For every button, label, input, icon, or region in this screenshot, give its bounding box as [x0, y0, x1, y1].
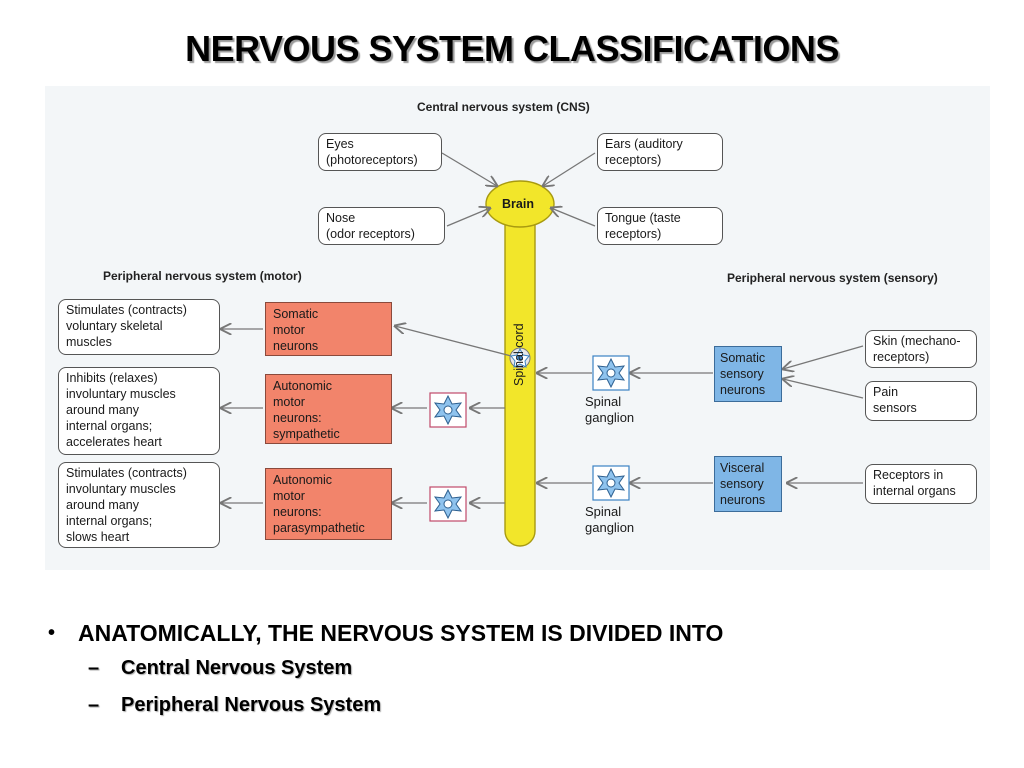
brain-label: Brain: [502, 197, 534, 211]
slide-title: NERVOUS SYSTEM CLASSIFICATIONS: [185, 28, 839, 69]
bullet-list: • ANATOMICALLY, THE NERVOUS SYSTEM IS DI…: [48, 616, 988, 724]
spinal-ganglion-label-1: Spinal ganglion: [585, 394, 635, 425]
bullet-main-text: ANATOMICALLY, THE NERVOUS SYSTEM IS DIVI…: [78, 619, 724, 646]
bullet-marker: •: [48, 621, 56, 644]
sub-bullet-cns: – Central Nervous System: [88, 650, 988, 687]
neuron-icon-cord: [509, 347, 531, 369]
parasympathetic-motor-box: Autonomic motor neurons: parasympathetic: [265, 468, 392, 540]
pain-sensor-box: Pain sensors: [865, 381, 977, 421]
skin-receptor-box: Skin (mechano- receptors): [865, 330, 977, 368]
diagram-connectors: [45, 152, 864, 547]
sub-bullet-text: Peripheral Nervous System: [121, 694, 382, 716]
neuron-icon-sympathetic: [429, 392, 467, 428]
spinal-cord-label: Spinal cord: [512, 323, 526, 386]
nervous-system-diagram: Central nervous system (CNS) Peripheral …: [45, 86, 990, 570]
ears-receptor-box: Ears (auditory receptors): [597, 133, 723, 171]
sub-bullet-dash: –: [88, 694, 100, 716]
cns-heading: Central nervous system (CNS): [417, 100, 590, 114]
neuron-icon-ganglion-2: [592, 465, 630, 501]
sub-bullet-text: Central Nervous System: [121, 657, 353, 679]
spinal-cord-shape: [485, 180, 555, 547]
pns-motor-heading: Peripheral nervous system (motor): [103, 269, 302, 283]
somatic-sensory-box: Somatic sensory neurons: [714, 346, 782, 402]
neuron-icon-parasympathetic: [429, 486, 467, 522]
spinal-ganglion-label-2: Spinal ganglion: [585, 504, 635, 535]
visceral-sensory-box: Visceral sensory neurons: [714, 456, 782, 512]
skeletal-effect-box: Stimulates (contracts) voluntary skeleta…: [58, 299, 220, 355]
internal-receptor-box: Receptors in internal organs: [865, 464, 977, 504]
sympathetic-motor-box: Autonomic motor neurons: sympathetic: [265, 374, 392, 444]
sub-bullet-pns: – Peripheral Nervous System: [88, 687, 988, 724]
eyes-receptor-box: Eyes (photoreceptors): [318, 133, 442, 171]
somatic-motor-box: Somatic motor neurons: [265, 302, 392, 356]
bullet-main: • ANATOMICALLY, THE NERVOUS SYSTEM IS DI…: [48, 616, 988, 650]
tongue-receptor-box: Tongue (taste receptors): [597, 207, 723, 245]
neuron-icon-ganglion-1: [592, 355, 630, 391]
sub-bullet-dash: –: [88, 657, 100, 679]
nose-receptor-box: Nose (odor receptors): [318, 207, 445, 245]
parasympathetic-effect-box: Stimulates (contracts) involuntary muscl…: [58, 462, 220, 548]
sympathetic-effect-box: Inhibits (relaxes) involuntary muscles a…: [58, 367, 220, 455]
pns-sensory-heading: Peripheral nervous system (sensory): [727, 271, 938, 285]
